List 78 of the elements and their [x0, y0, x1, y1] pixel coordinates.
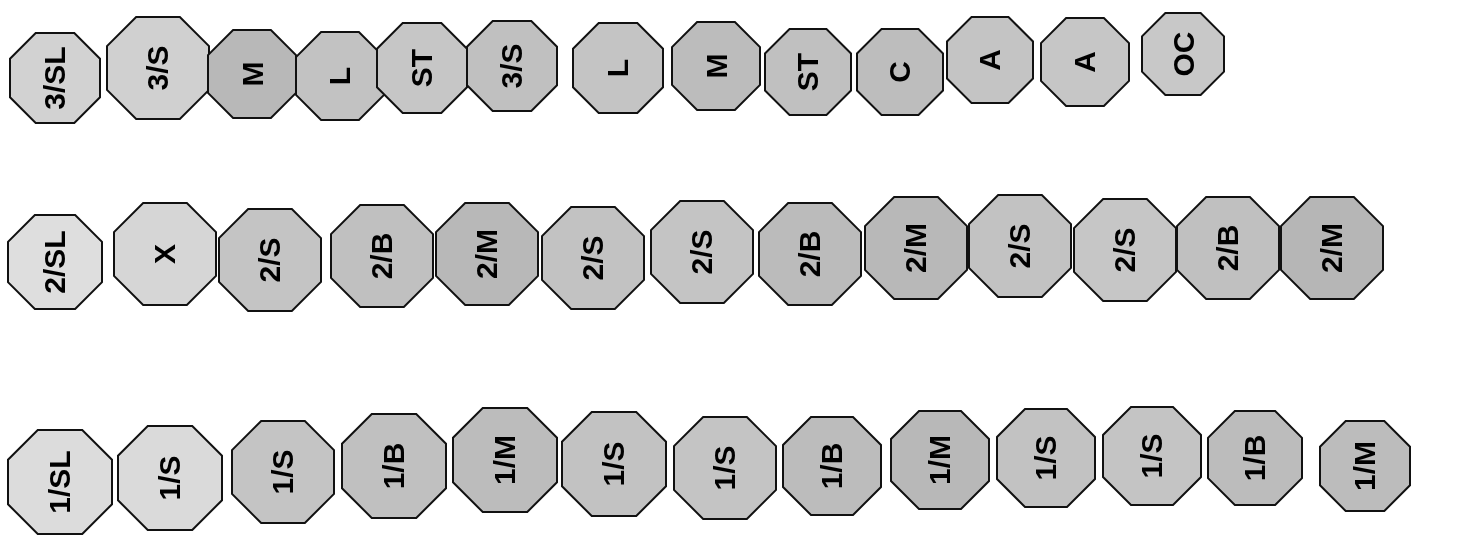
- sign-label: ST: [407, 48, 437, 88]
- sign-label: 1/S: [155, 455, 185, 501]
- sign-label: OC: [1168, 31, 1198, 77]
- sign-label: 1/M: [925, 435, 955, 485]
- octagon-sign: [295, 31, 385, 121]
- octagon-sign: [572, 22, 664, 114]
- octagon-sign: [541, 206, 645, 310]
- sign-label: M: [237, 61, 267, 87]
- octagon-sign: [341, 413, 447, 519]
- sign-label: M: [701, 53, 731, 79]
- octagon-sign: [113, 202, 217, 306]
- octagon-sign: [1207, 410, 1303, 506]
- sign-label: 1/S: [1137, 433, 1167, 479]
- octagon-sign: [106, 16, 210, 120]
- sign-label: L: [325, 66, 355, 86]
- octagon-sign: [1102, 406, 1202, 506]
- octagon-sign: [764, 28, 852, 116]
- sign-label: 1/S: [1031, 435, 1061, 481]
- octagon-sign: [1319, 420, 1411, 512]
- octagon-sign: [1073, 198, 1177, 302]
- octagon-sign: [9, 32, 101, 124]
- sign-label: 1/SL: [45, 450, 75, 514]
- sign-label: 1/B: [379, 442, 409, 490]
- sign-label: 1/M: [1350, 441, 1380, 491]
- sign-label: 2/B: [1213, 224, 1243, 272]
- octagon-sign: [561, 411, 667, 517]
- sign-label: 2/M: [901, 223, 931, 273]
- octagon-sign: [1040, 17, 1130, 107]
- sign-label: 3/S: [143, 45, 173, 91]
- sign-label: 2/S: [255, 237, 285, 283]
- octagon-sign: [758, 202, 862, 306]
- sign-label: 1/B: [1240, 434, 1270, 482]
- sign-label: 2/M: [1317, 223, 1347, 273]
- sign-label: A: [1070, 51, 1100, 73]
- sign-label: 1/B: [817, 442, 847, 490]
- sign-label: 2/M: [472, 229, 502, 279]
- sign-label: L: [603, 58, 633, 78]
- octagon-sign: [890, 410, 990, 510]
- octagon-sign: [452, 407, 558, 513]
- sign-label: 1/M: [490, 435, 520, 485]
- octagon-sign: [856, 28, 944, 116]
- octagon-sign: [782, 416, 882, 516]
- octagon-sign: [1141, 12, 1225, 96]
- octagon-sign: [968, 194, 1072, 298]
- sign-label: 3/S: [497, 43, 527, 89]
- sign-label: X: [150, 244, 180, 264]
- octagon-sign: [435, 202, 539, 306]
- sign-label: 1/S: [599, 441, 629, 487]
- octagon-sign: [376, 22, 468, 114]
- sign-label: 2/B: [367, 232, 397, 280]
- octagon-sign: [231, 420, 335, 524]
- sign-label: 2/S: [687, 229, 717, 275]
- octagon-sign: [650, 200, 754, 304]
- octagon-sign: [466, 20, 558, 112]
- sign-label: ST: [793, 52, 823, 92]
- octagon-sign: [7, 214, 103, 310]
- sign-label: 2/B: [795, 230, 825, 278]
- sign-label: 1/S: [710, 445, 740, 491]
- octagon-sign: [1176, 196, 1280, 300]
- sign-label: 2/S: [1110, 227, 1140, 273]
- octagon-sign: [946, 16, 1034, 104]
- octagon-sign: [671, 21, 761, 111]
- sign-label: 2/S: [578, 235, 608, 281]
- octagon-sign: [7, 429, 113, 535]
- octagon-sign: [207, 29, 297, 119]
- octagon-sign: [864, 196, 968, 300]
- octagon-sign: [673, 416, 777, 520]
- sign-label: A: [975, 49, 1005, 71]
- octagon-sign: [1280, 196, 1384, 300]
- sign-label: 2/SL: [40, 230, 70, 294]
- octagon-sign: [218, 208, 322, 312]
- octagon-sign: [117, 425, 223, 531]
- sign-label: 3/SL: [40, 46, 70, 110]
- sign-label: 1/S: [268, 449, 298, 495]
- sign-label: 2/S: [1005, 223, 1035, 269]
- sign-label: C: [885, 61, 915, 83]
- octagon-sign: [330, 204, 434, 308]
- octagon-sign: [996, 408, 1096, 508]
